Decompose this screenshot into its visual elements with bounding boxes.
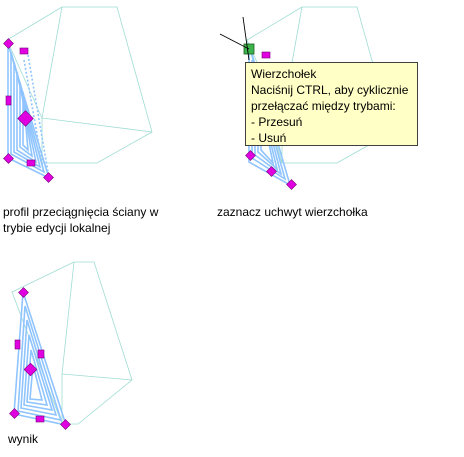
center-grip[interactable] [17, 110, 34, 127]
panel-3-caption: wynik [8, 432, 39, 446]
vertex-grip[interactable] [3, 38, 14, 49]
vertex-grip[interactable] [43, 172, 54, 183]
center-grip[interactable] [23, 362, 38, 377]
edge-grip[interactable] [35, 415, 45, 423]
vertex-tooltip: Wierzchołek Naciśnij CTRL, aby cykliczni… [245, 62, 418, 146]
edge-grip[interactable] [14, 339, 21, 350]
panel-3 [9, 261, 133, 430]
tooltip-option-delete: - Usuń [251, 131, 287, 145]
vertex-grip[interactable] [18, 287, 29, 298]
panel-1-caption: profil przeciągnięcia ściany w trybie ed… [3, 205, 159, 235]
profile-triangle [13, 291, 68, 427]
edge-grip[interactable] [19, 47, 29, 55]
tooltip-title: Wierzchołek [251, 67, 317, 81]
edge-grip[interactable] [37, 349, 45, 359]
edge-grip[interactable] [261, 51, 271, 59]
profile-triangle [7, 43, 51, 180]
vertex-grip[interactable] [60, 419, 71, 430]
vertex-grip[interactable] [245, 150, 256, 161]
vertex-grip[interactable] [286, 179, 297, 190]
crosshair-cursor-icon [219, 16, 250, 61]
panel-1 [3, 6, 153, 183]
edge-grip[interactable] [26, 159, 36, 167]
vertex-grip[interactable] [3, 153, 14, 164]
vertex-grip[interactable] [9, 408, 20, 419]
edge-grip[interactable] [5, 95, 12, 106]
tooltip-line: przełączać między trybami: [251, 99, 396, 113]
grips[interactable] [9, 287, 71, 430]
grips[interactable] [3, 38, 54, 183]
grips[interactable] [245, 51, 297, 190]
tooltip-line: Naciśnij CTRL, aby cyklicznie [251, 83, 409, 97]
panel-2-caption: zaznacz uchwyt wierzchołka [217, 205, 368, 219]
vertex-grip[interactable] [266, 166, 277, 177]
tooltip-option-move: - Przesuń [251, 115, 303, 129]
